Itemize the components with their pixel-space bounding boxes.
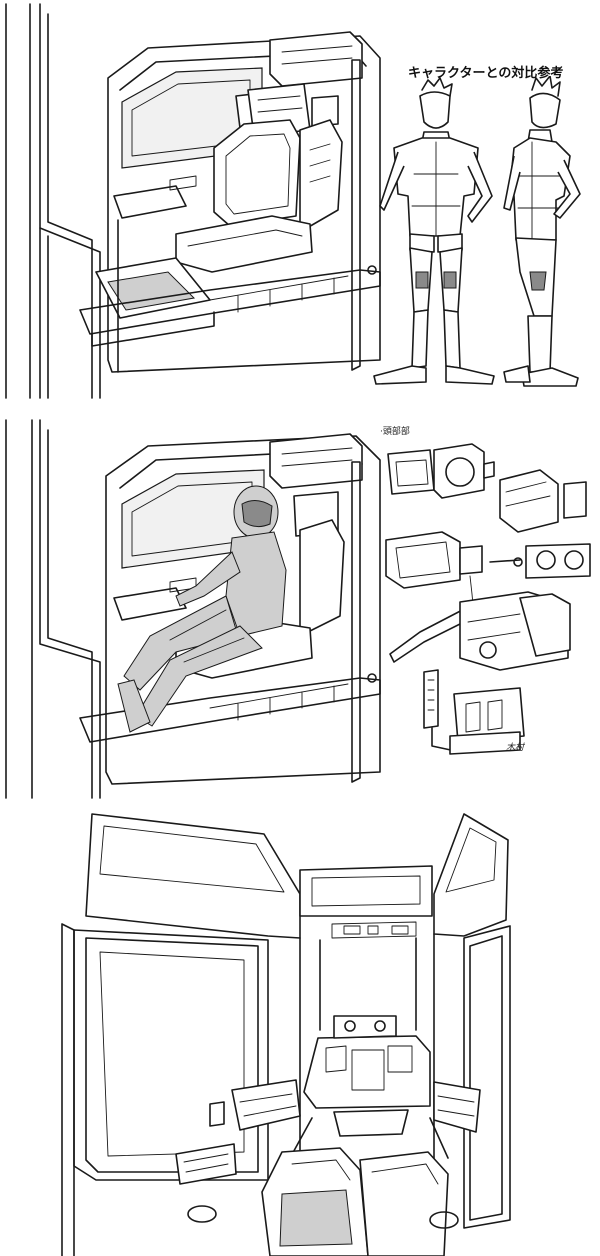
- panel-seat-with-pilot: ·頭部部 木村: [0, 400, 600, 800]
- cockpit-interior-perspective-sketch: [61, 813, 511, 1256]
- comparison-caption: キャラクターとの対比参考: [408, 66, 564, 81]
- character-turnaround-sketch: [373, 76, 581, 387]
- helmet-parts-sketch: [385, 443, 591, 755]
- character-front-view: [373, 77, 495, 385]
- seated-pilot-figure: [117, 485, 287, 733]
- cockpit-seat-pilot-sketch: [5, 419, 381, 799]
- panel-seat-with-character: キャラクターとの対比参考: [0, 0, 600, 400]
- character-side-view: [503, 76, 581, 387]
- artist-signature: 木村: [506, 743, 525, 753]
- cockpit-seat-sketch: [5, 3, 381, 399]
- helmet-parts-label: ·頭部部: [380, 427, 410, 437]
- panel-cockpit-interior: [0, 800, 600, 1256]
